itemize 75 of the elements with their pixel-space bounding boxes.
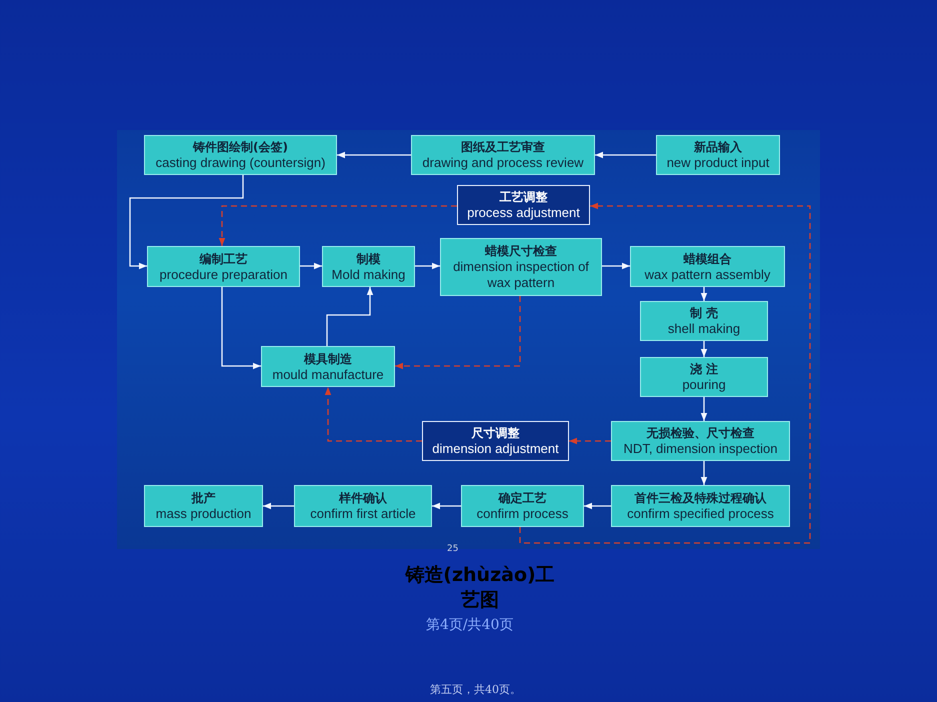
title: 铸造(zhùzào)工艺图 — [404, 563, 556, 613]
arrow — [584, 502, 611, 510]
arrow — [519, 202, 811, 544]
process-box — [611, 421, 790, 461]
step-label: Mold making — [332, 266, 406, 282]
step-label: wax pattern assembly — [644, 266, 770, 282]
step-label: mould manufacture — [272, 366, 384, 382]
step-label: mass production — [156, 506, 252, 522]
process-box — [457, 185, 590, 225]
step-title: 工艺调整 — [500, 189, 548, 205]
process-box — [144, 135, 337, 175]
arrow — [700, 341, 708, 357]
arrow — [602, 262, 630, 270]
step-title: 浇 注 — [690, 361, 718, 377]
process-box — [640, 357, 768, 397]
arrow — [415, 262, 440, 270]
step-label: NDT, dimension inspection — [624, 441, 778, 457]
step-label: confirm process — [476, 506, 568, 522]
process-box — [147, 246, 300, 287]
step-label: procedure preparation — [160, 266, 288, 282]
process-box — [461, 485, 584, 527]
step-label: dimension adjustment — [432, 441, 559, 457]
process-box — [144, 485, 263, 527]
step-title: 铸件图绘制(会签) — [193, 139, 288, 155]
process-box — [656, 135, 780, 175]
arrow — [221, 287, 261, 370]
step-title: 批产 — [192, 490, 216, 506]
step-title: 样件确认 — [339, 490, 387, 506]
process-box — [640, 301, 768, 341]
arrow — [263, 502, 294, 510]
process-box — [440, 238, 602, 296]
step-title: 无损检验、尺寸检查 — [646, 425, 754, 441]
process-box — [261, 346, 395, 387]
step-title: 蜡模组合 — [684, 250, 732, 266]
step-title: 蜡模尺寸检查 — [485, 243, 557, 259]
step-label: shell making — [668, 321, 740, 337]
arrow — [129, 175, 244, 270]
step-label: drawing and process review — [422, 155, 584, 171]
process-box — [611, 485, 790, 527]
step-label: process adjustment — [467, 205, 580, 221]
process-box — [294, 485, 432, 527]
arrow — [700, 287, 708, 301]
step-title: 首件三检及特殊过程确认 — [634, 490, 766, 506]
step-title: 确定工艺 — [498, 490, 546, 506]
arrow — [218, 205, 457, 246]
step-title: 尺寸调整 — [472, 425, 520, 441]
process-box — [422, 421, 569, 461]
step-title: 制模 — [356, 250, 380, 266]
arrow — [337, 152, 411, 158]
process-box — [630, 246, 785, 287]
arrow — [700, 461, 708, 485]
step-label: pouring — [682, 377, 726, 393]
step-title: 制 壳 — [690, 305, 718, 321]
arrow — [569, 438, 611, 444]
page-note: 第五页，共40页。 — [430, 682, 521, 697]
arrow — [595, 152, 656, 158]
arrow — [324, 387, 422, 442]
arrow — [700, 397, 708, 421]
process-box — [411, 135, 595, 175]
step-label: new product input — [666, 155, 770, 171]
step-title: 图纸及工艺审查 — [461, 139, 545, 155]
step-title: 新品输入 — [694, 139, 742, 155]
arrow — [326, 287, 374, 346]
arrow — [395, 296, 521, 370]
step-title: 模具制造 — [304, 350, 352, 366]
process-box — [322, 246, 415, 287]
step-title: 编制工艺 — [200, 250, 248, 266]
page-note: 第4页/共40页 — [426, 616, 514, 634]
step-label: confirm first article — [310, 506, 416, 522]
arrow — [300, 262, 322, 270]
page-number: 25 — [447, 544, 458, 554]
arrow — [432, 502, 461, 510]
step-label: dimension inspection of wax pattern — [452, 259, 590, 291]
step-label: casting drawing (countersign) — [156, 155, 326, 171]
step-label: confirm specified process — [627, 506, 774, 522]
